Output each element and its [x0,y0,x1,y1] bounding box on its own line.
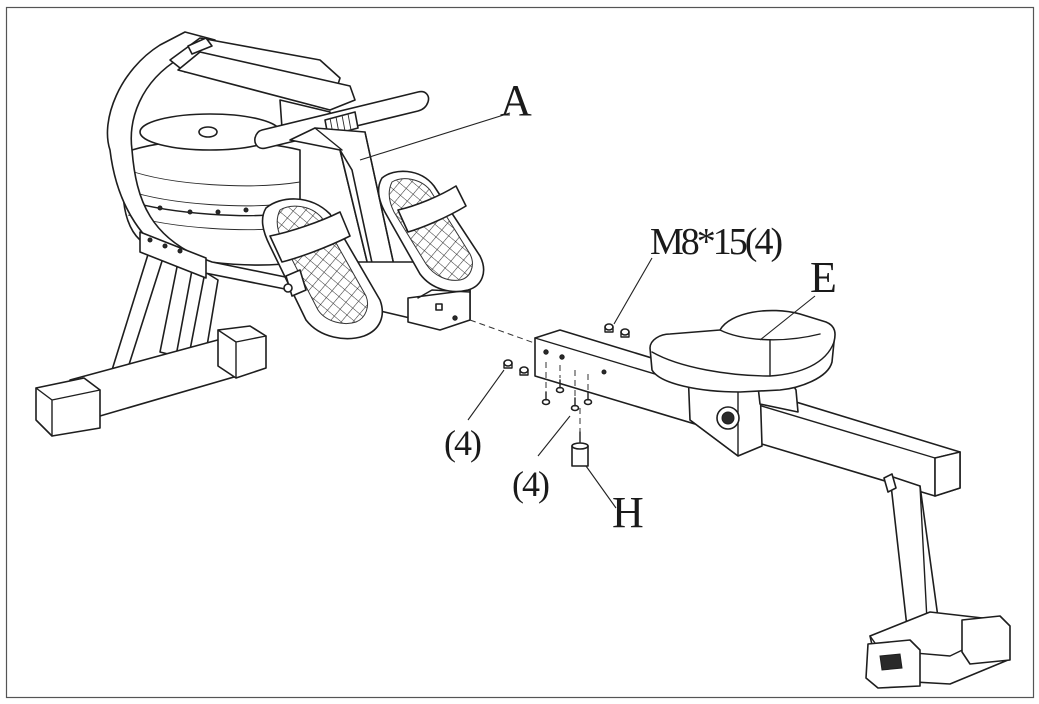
alignment-line [469,319,541,346]
side-bolt-2 [519,366,529,376]
vertical-bolt-3 [570,370,580,412]
right-foot-strap [397,185,467,233]
front-unit-a [35,31,485,437]
label-bolt-spec: M8*15(4) [650,221,781,263]
left-rear-leg [111,247,164,375]
part-h-cylinder [571,408,589,467]
leader-a [359,112,511,161]
vertical-bolt-4 [583,374,593,406]
label-count-left: (4) [444,423,481,463]
right-footrest [377,170,485,293]
rear-foot-cap-left [35,377,101,437]
side-bolt-1 [503,359,513,369]
label-a: A [500,76,532,125]
page-border [5,6,1035,699]
leader-count-bottom [537,415,571,457]
left-foot-strap [269,211,351,263]
rail-end [934,451,961,497]
label-e: E [810,253,835,302]
tank-cap [198,126,218,138]
left-footrest [261,198,384,340]
left-front-leg [159,261,193,357]
top-bolt-2 [620,328,630,338]
seat-e [649,309,836,393]
top-crossbar [177,51,356,111]
rear-rail-assembly [534,309,1011,689]
leader-bolt-spec [613,257,653,325]
vertical-bolt-1 [541,362,551,406]
label-count-bottom: (4) [512,464,549,504]
fasteners [503,323,630,467]
top-bolt-1 [604,323,614,333]
vertical-bolt-2 [555,365,565,394]
leader-e [759,295,816,341]
label-h: H [612,488,643,537]
leader-h [585,465,617,509]
leader-count-left [467,369,505,421]
rear-foot-cap-right [217,325,267,379]
center-leg [189,271,219,353]
